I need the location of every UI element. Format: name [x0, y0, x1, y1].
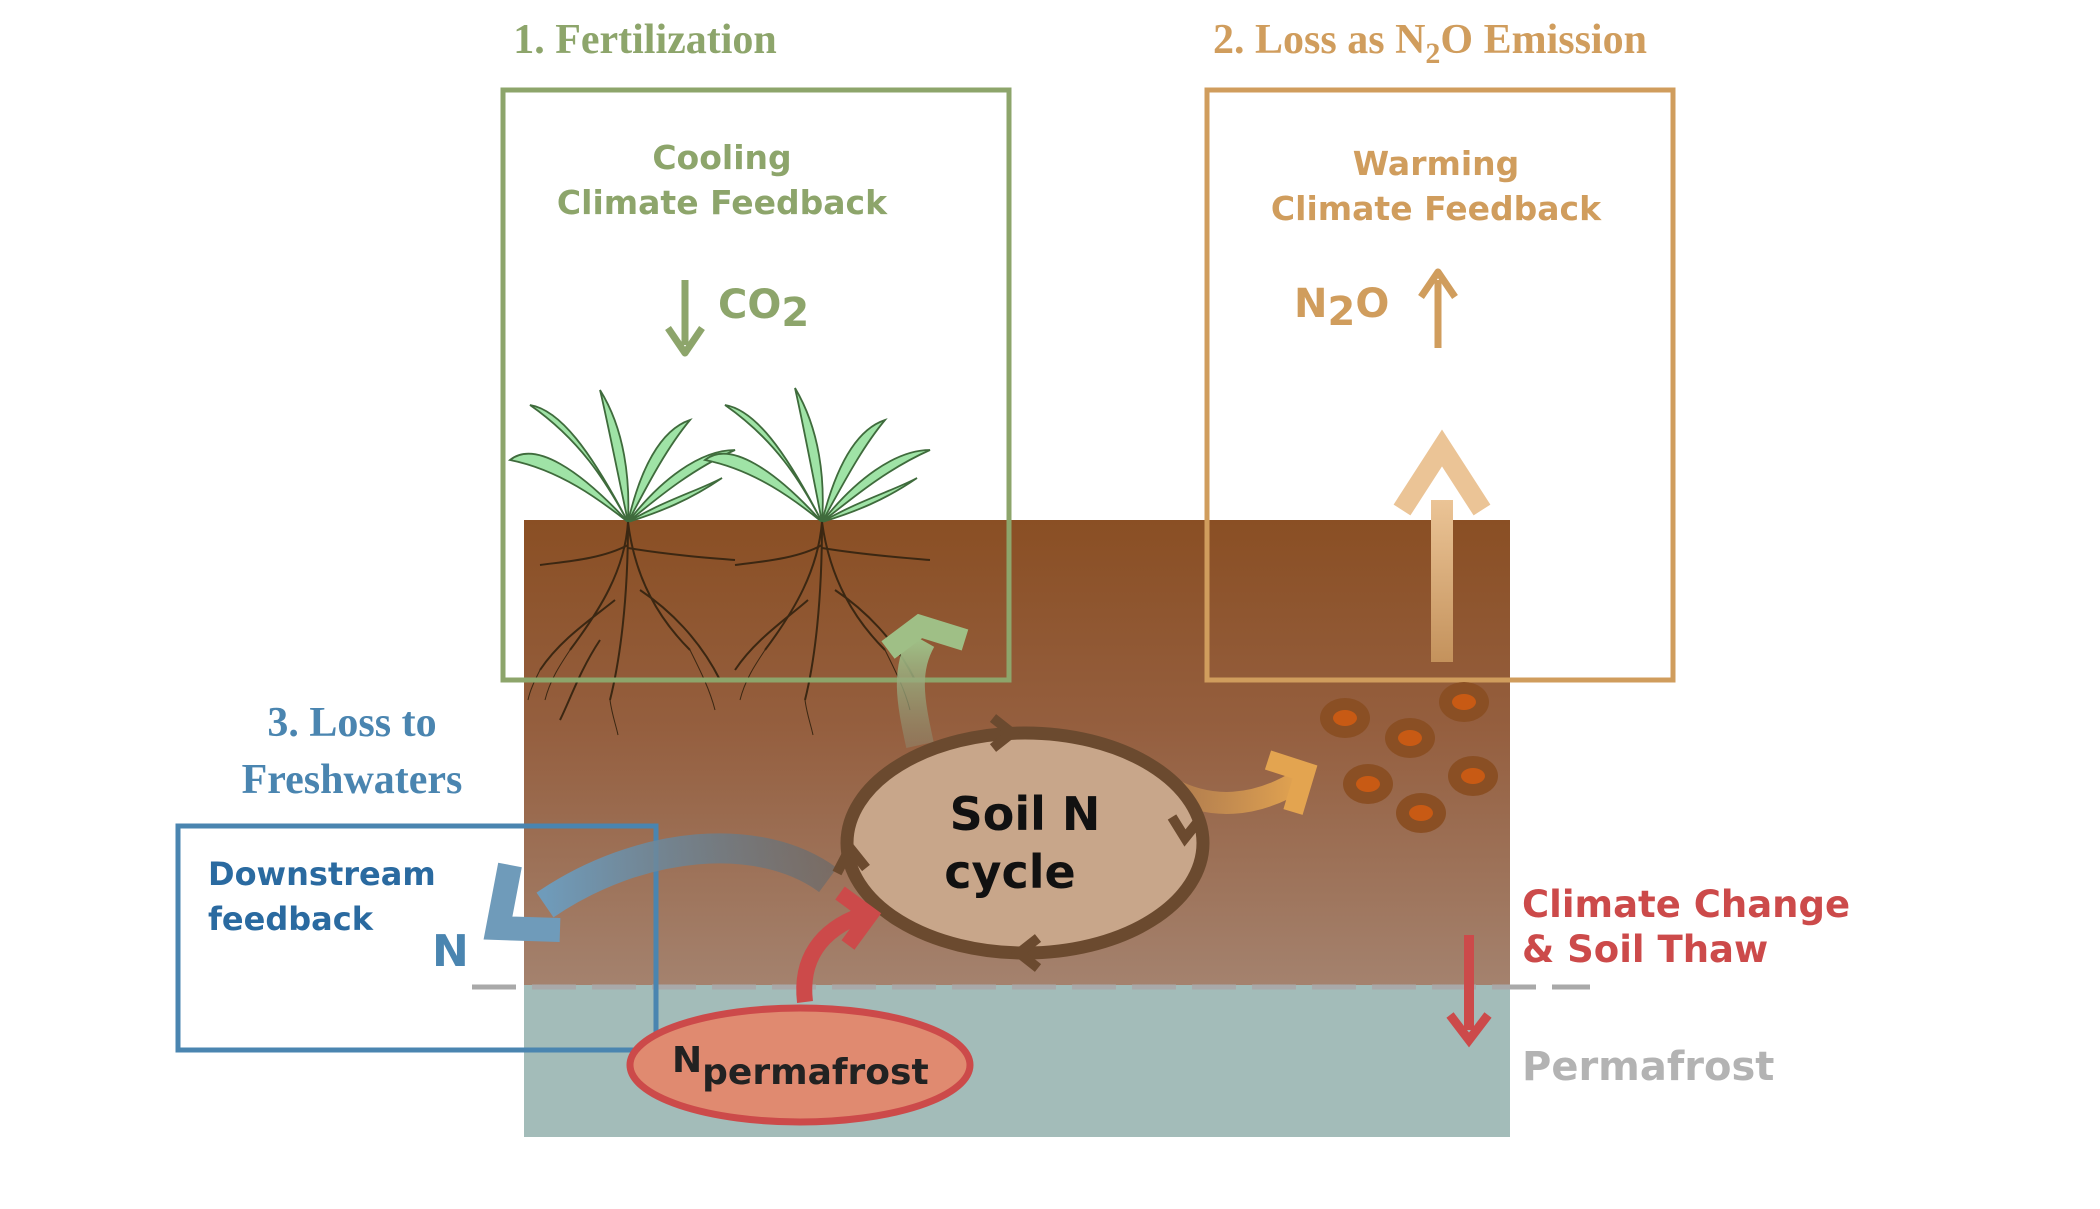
- grass-plant-right: [702, 387, 931, 736]
- permafrost-label: Permafrost: [1522, 1044, 1774, 1090]
- n2o-up-arrow-icon: [1418, 268, 1458, 348]
- permafrost-n-label: Npermafrost: [672, 1040, 929, 1093]
- warming-label: Warming: [1353, 144, 1520, 183]
- thaw-down-arrow-icon: [1446, 935, 1492, 1048]
- soil-n-cycle-label-line2: cycle: [944, 845, 1076, 899]
- soil-n-cycle-label-line1: Soil N: [950, 787, 1101, 841]
- co2-label: CO2: [718, 282, 809, 336]
- fertilization-title: 1. Fertilization: [513, 17, 777, 63]
- emission-rise-arrow: [1393, 429, 1491, 662]
- leaching-arrow: [483, 833, 837, 942]
- cycle-arrowheads: [832, 714, 1205, 972]
- plant-uptake-arrow: [881, 613, 969, 749]
- n2o-gas-bubbles: [1320, 682, 1498, 833]
- n2o-emission-title: 2. Loss as N2O Emission: [1213, 17, 1647, 70]
- thaw-release-arrow: [796, 886, 882, 1003]
- soil-n-cycle-ellipse: [840, 726, 1210, 960]
- fertilization-box: [500, 87, 1012, 683]
- downstream-n-label: N: [432, 926, 469, 977]
- soil-thaw-label: & Soil Thaw: [1522, 928, 1768, 971]
- co2-down-arrow-icon: [665, 280, 705, 357]
- downstream-label: Downstream: [208, 855, 436, 893]
- freshwaters-title-line2: Freshwaters: [242, 757, 463, 803]
- n2o-emission-box: [1204, 87, 1676, 683]
- permafrost-n-pool: [626, 1004, 974, 1126]
- freshwaters-box: [175, 823, 659, 1053]
- feedback-label: feedback: [208, 900, 374, 938]
- n2o-label: N2O: [1294, 281, 1389, 335]
- grass-plant-left: [507, 389, 736, 736]
- warming-climate-feedback-label: Climate Feedback: [1271, 189, 1602, 228]
- climate-change-label: Climate Change: [1522, 883, 1850, 926]
- cooling-label: Cooling: [652, 138, 791, 177]
- cooling-climate-feedback-label: Climate Feedback: [557, 183, 888, 222]
- soil-n-cycle: Soil N cycle: [832, 714, 1210, 972]
- freshwaters-title-line1: 3. Loss to: [267, 700, 436, 746]
